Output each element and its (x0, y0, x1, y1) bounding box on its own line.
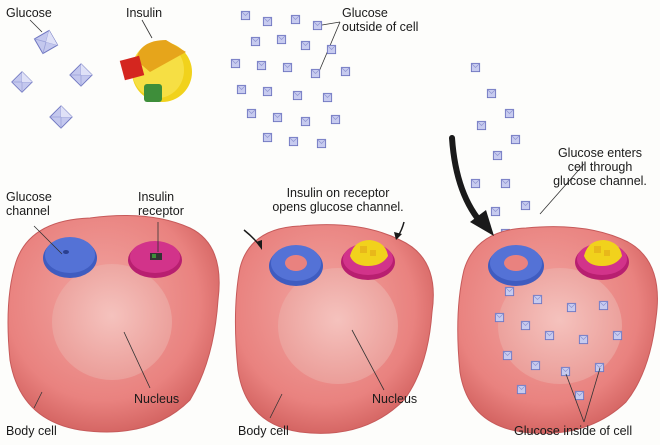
glucose-enters-line-3: glucose channel. (553, 174, 647, 188)
body-cell-label-1: Body cell (6, 424, 57, 438)
body-cell-3 (449, 135, 658, 434)
insulin-on-receptor-label: Insulin on receptor opens glucose channe… (258, 186, 418, 214)
insulin-molecule (119, 19, 192, 102)
glucose-channel-line-1: Glucose (6, 190, 52, 204)
body-cell-2 (234, 221, 434, 434)
glucose-channel-2 (269, 245, 323, 286)
insulin-receptor-1 (128, 241, 182, 278)
body-cell-1 (7, 215, 220, 433)
body-cell-label-2: Body cell (238, 424, 289, 438)
glucose-channel-3 (488, 245, 544, 286)
glucose-outside-line-1: Glucose (342, 6, 388, 20)
glucose-channel-line-2: channel (6, 204, 50, 218)
insulin-receptor-line-2: receptor (138, 204, 184, 218)
glucose-enters-line-2: cell through (567, 160, 633, 174)
glucose-channel-1 (43, 237, 97, 278)
glucose-enters-line-1: Glucose enters (557, 146, 643, 160)
insulin-on-receptor-line-2: opens glucose channel. (272, 200, 404, 214)
nucleus-label-1: Nucleus (134, 392, 180, 406)
glucose-label: Glucose (6, 6, 52, 20)
glucose-channel-label: Glucose channel (6, 190, 52, 218)
insulin-receptor-3 (575, 240, 629, 280)
glucose-outside-cloud (230, 10, 351, 149)
nucleus-2 (278, 268, 398, 384)
glucose-outside-line-2: outside of cell (342, 20, 419, 34)
glucose-crystals-legend (11, 19, 93, 129)
insulin-receptor-2 (341, 240, 395, 280)
nucleus-3 (498, 268, 622, 384)
glucose-inside-label: Glucose inside of cell (514, 424, 633, 438)
nucleus-1 (52, 264, 172, 380)
glucose-outside-label: Glucose outside of cell (342, 6, 418, 34)
nucleus-label-2: Nucleus (372, 392, 418, 406)
insulin-receptor-label: Insulin receptor (138, 190, 184, 218)
insulin-receptor-line-1: Insulin (138, 190, 175, 204)
insulin-label: Insulin (126, 6, 163, 20)
glucose-enters-label: Glucose enters cell through glucose chan… (544, 146, 656, 188)
insulin-on-receptor-line-1: Insulin on receptor (286, 186, 390, 200)
